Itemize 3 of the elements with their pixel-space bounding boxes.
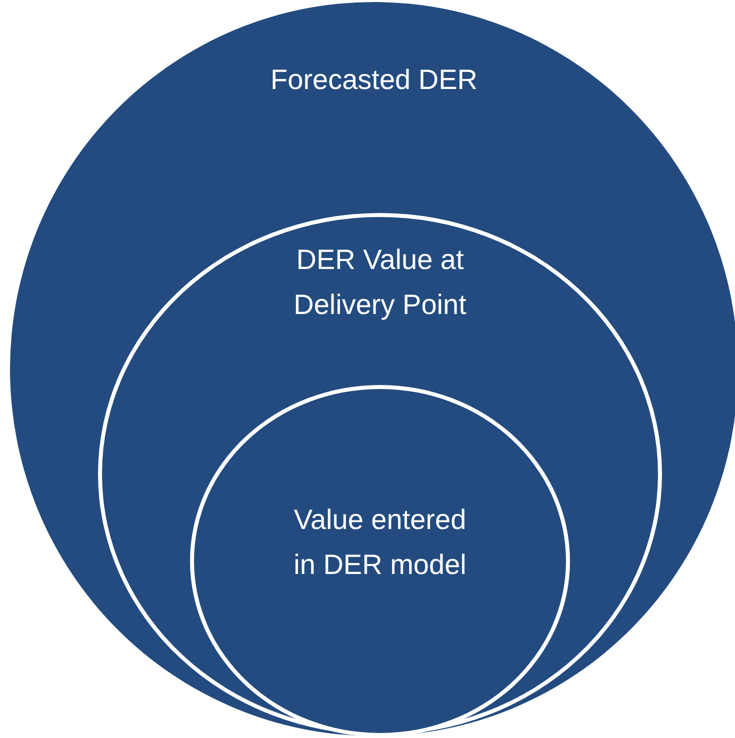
ellipse-label: Forecasted DER (270, 63, 478, 97)
ellipse-label: Value entered in DER model (292, 503, 468, 582)
ellipse-label: DER Value at Delivery Point (292, 243, 468, 322)
